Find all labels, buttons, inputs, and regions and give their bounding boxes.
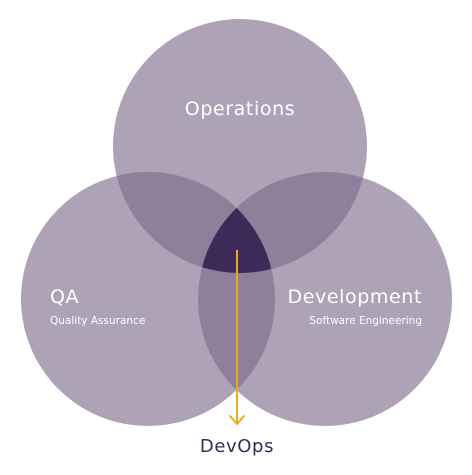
operations-development-overlap <box>198 172 367 273</box>
devops-label: DevOps <box>199 436 275 457</box>
qa-subtitle: Quality Assurance <box>50 315 146 327</box>
arrow-down-icon <box>229 250 245 425</box>
operations-label: Operations <box>184 98 296 120</box>
qa-label: QA <box>50 286 80 308</box>
operations-qa-overlap <box>113 172 275 273</box>
development-subtitle: Software Engineering <box>309 315 422 327</box>
development-label: Development <box>287 286 422 308</box>
